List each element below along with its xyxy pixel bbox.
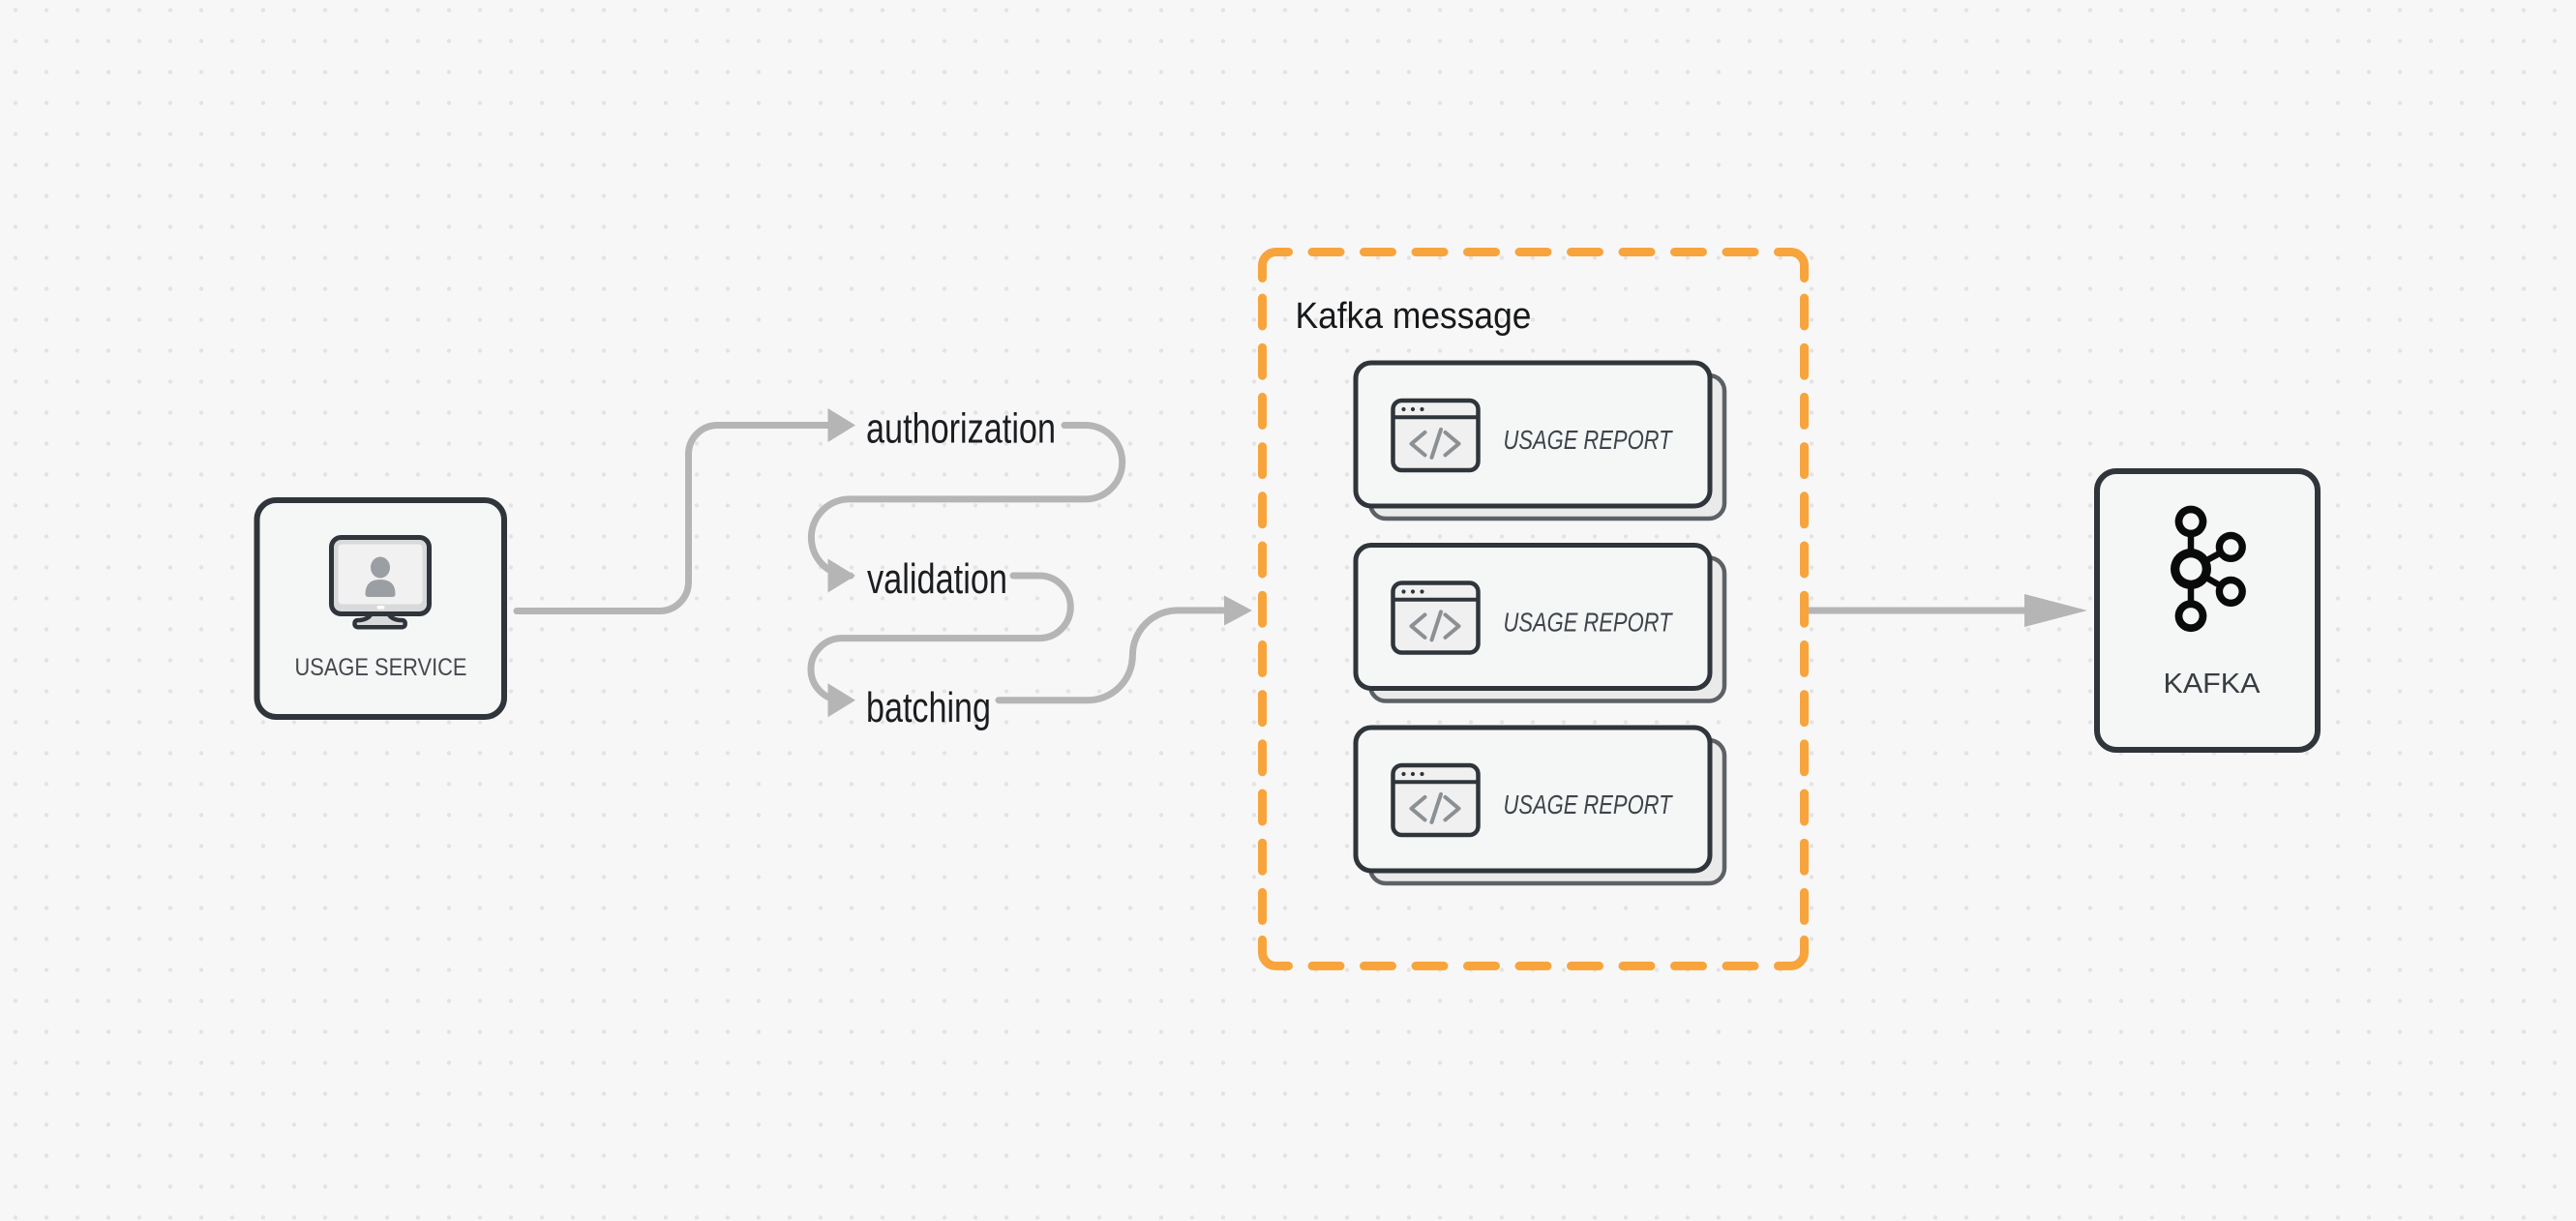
svg-text:validation: validation xyxy=(867,555,1007,603)
svg-text:batching: batching xyxy=(866,684,991,731)
svg-text:KAFKA: KAFKA xyxy=(2164,669,2261,700)
svg-text:USAGE REPORT: USAGE REPORT xyxy=(1504,425,1673,455)
svg-text:authorization: authorization xyxy=(866,405,1056,453)
svg-text:Kafka message: Kafka message xyxy=(1296,296,1532,337)
svg-text:USAGE REPORT: USAGE REPORT xyxy=(1504,789,1673,819)
svg-text:USAGE SERVICE: USAGE SERVICE xyxy=(295,654,467,681)
svg-text:USAGE REPORT: USAGE REPORT xyxy=(1504,608,1673,638)
